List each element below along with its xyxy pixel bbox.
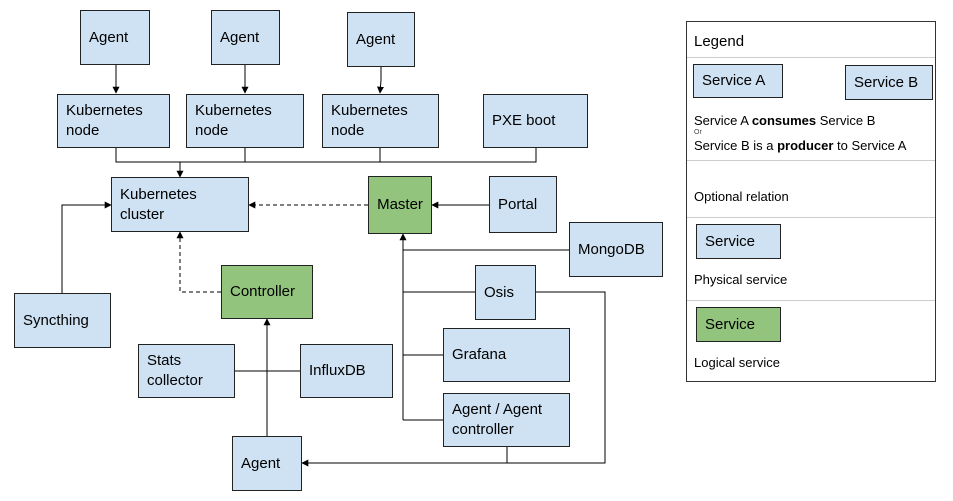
agent-controller: Agent / Agent controller xyxy=(443,393,570,447)
agent-node-3: Agent xyxy=(347,12,415,67)
influxdb: InfluxDB xyxy=(300,344,393,398)
legend-panel: Legend Service A Service B Service A con… xyxy=(686,21,936,382)
legend-consumes-text: Service A consumes Service B xyxy=(694,113,876,128)
edge-agent3-k8snode3 xyxy=(376,67,384,94)
legend-divider xyxy=(687,300,935,302)
kubernetes-cluster: Kubernetes cluster xyxy=(111,177,249,232)
kubernetes-node-1: Kubernetes node xyxy=(57,94,170,148)
legend-producer-text: Service B is a producer to Service A xyxy=(694,138,907,153)
legend-physical-text: Physical service xyxy=(694,272,788,287)
agent-node-bottom: Agent xyxy=(232,436,302,491)
legend-divider xyxy=(687,160,935,162)
master: Master xyxy=(368,176,432,234)
osis: Osis xyxy=(475,265,536,320)
stats-collector: Stats collector xyxy=(138,344,235,398)
legend-divider xyxy=(687,57,935,59)
kubernetes-node-2: Kubernetes node xyxy=(186,94,304,148)
legend-service-a: Service A xyxy=(693,64,783,98)
edge-agentcontroller-agent xyxy=(301,447,508,467)
edge-nodes-bus xyxy=(115,148,537,163)
edge-osis-agent xyxy=(507,291,606,464)
legend-optional-text: Optional relation xyxy=(694,189,789,204)
edge-controller-k8scluster xyxy=(176,231,221,293)
syncthing: Syncthing xyxy=(14,293,111,348)
legend-divider xyxy=(687,217,935,219)
legend-or-text: Or xyxy=(694,129,702,136)
agent-node-1: Agent xyxy=(80,10,150,65)
pxe-boot: PXE boot xyxy=(483,94,588,148)
legend-title: Legend xyxy=(694,33,745,50)
mongodb: MongoDB xyxy=(569,222,663,277)
legend-logical-box: Service xyxy=(696,307,781,342)
edge-syncthing-k8scluster xyxy=(61,201,112,293)
controller: Controller xyxy=(221,265,313,319)
legend-logical-text: Logical service xyxy=(694,355,780,370)
portal: Portal xyxy=(489,176,557,233)
kubernetes-node-3: Kubernetes node xyxy=(322,94,439,148)
agent-node-2: Agent xyxy=(211,10,280,65)
legend-service-b: Service B xyxy=(845,65,933,100)
grafana: Grafana xyxy=(443,328,570,382)
legend-physical-box: Service xyxy=(696,224,781,259)
